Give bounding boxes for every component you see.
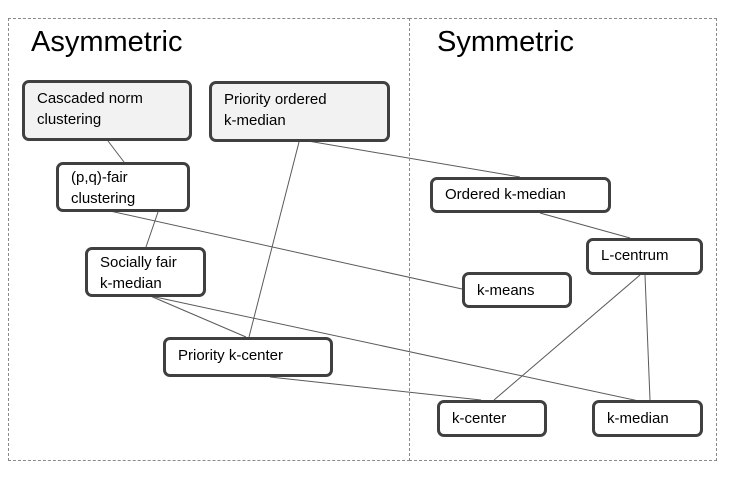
edge-priority-ordered-to-ordered-kmedian (301, 139, 521, 178)
node-cascaded-norm-clustering: Cascaded norm clustering (22, 80, 192, 141)
edge-priority-ordered-to-priority-kcenter (248, 141, 300, 338)
region-title-symmetric: Symmetric (437, 26, 574, 58)
region-title-asymmetric: Asymmetric (31, 26, 183, 58)
node-ordered-k-median: Ordered k-median (430, 177, 611, 213)
edge-socially-fair-to-priority-kcenter (147, 294, 247, 338)
edge-socially-fair-to-k-median (145, 294, 649, 404)
edge-l-centrum-to-k-center (493, 274, 641, 401)
edge-pq-fair-to-socially-fair (145, 211, 159, 248)
edge-priority-kcenter-to-k-center (269, 376, 482, 401)
edge-cascaded-to-pq-fair (107, 140, 125, 163)
node-l-centrum: L-centrum (586, 238, 703, 275)
edge-ordered-kmedian-to-l-centrum (539, 212, 631, 239)
edge-pq-fair-to-k-means (109, 210, 463, 290)
node-pq-fair-clustering: (p,q)-fair clustering (56, 162, 190, 212)
node-priority-k-center: Priority k-center (163, 337, 333, 377)
node-k-means: k-means (462, 272, 572, 308)
node-k-center: k-center (437, 400, 547, 437)
node-socially-fair-k-median: Socially fair k-median (85, 247, 206, 297)
node-priority-ordered-k-median: Priority ordered k-median (209, 81, 390, 142)
node-k-median: k-median (592, 400, 703, 437)
region-symmetric (409, 18, 717, 461)
edge-l-centrum-to-k-median (644, 274, 651, 401)
